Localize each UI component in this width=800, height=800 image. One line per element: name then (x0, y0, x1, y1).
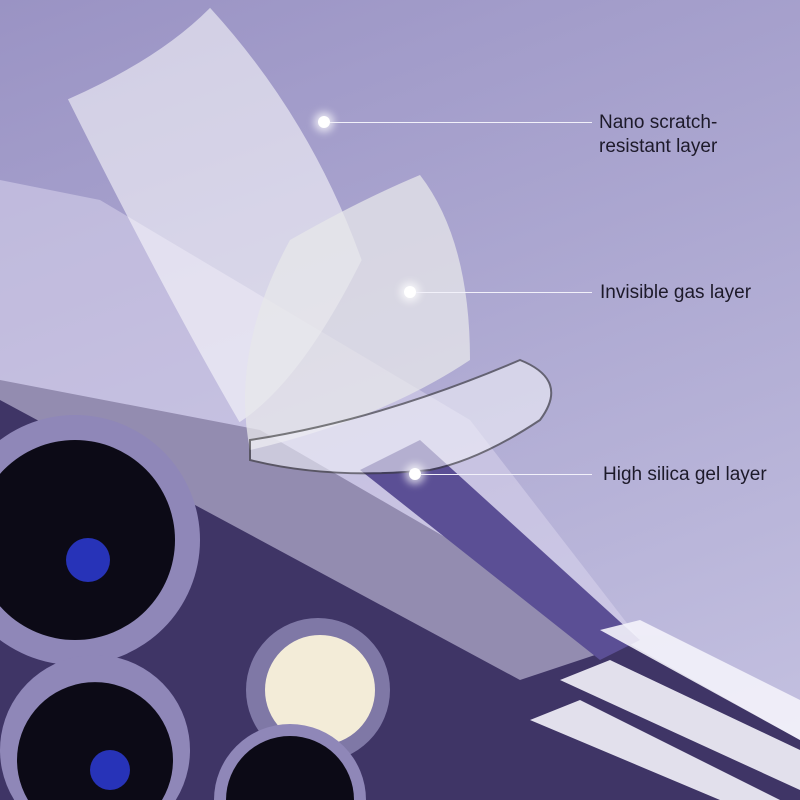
gas-layer (245, 175, 470, 450)
callout-invisible-gas: Invisible gas layer (600, 282, 752, 303)
label-line1: Nano scratch- (599, 112, 718, 133)
callout-high-silica-gel: High silica gel layer (603, 464, 767, 485)
camera-lens-bottom (0, 655, 190, 800)
callout-line-gas (416, 292, 592, 293)
label-line2: resistant layer (599, 136, 718, 157)
phone-side-frame (360, 440, 640, 660)
callout-dot-gas (404, 286, 416, 298)
silica-layer (249, 358, 553, 475)
callout-line-nano (330, 122, 592, 123)
callout-nano-scratch-resistant: Nano scratch- resistant layer (599, 111, 717, 159)
callout-line-silica (421, 474, 592, 475)
camera-lens-top (0, 415, 200, 665)
lidar (214, 724, 366, 800)
callout-dot-silica (409, 468, 421, 480)
callout-dot-nano (318, 116, 330, 128)
case-corner-ribs (530, 620, 800, 800)
